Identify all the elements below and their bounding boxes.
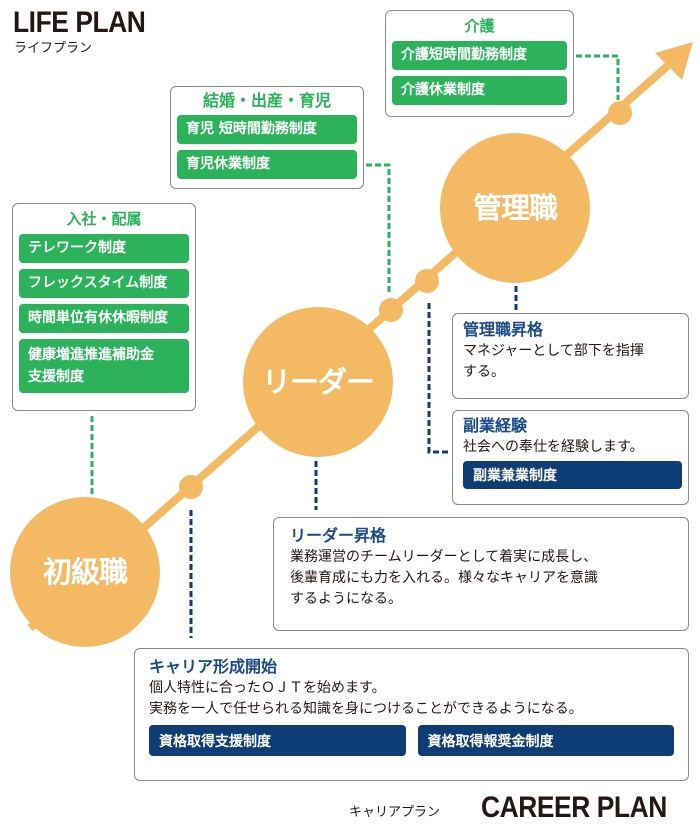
career-event-text: 実務を一人で任せられる知識を身につけることができるようになる。 bbox=[149, 701, 583, 717]
career-event-text: 社会への奉仕を経験します。 bbox=[463, 439, 644, 455]
career-event-text: するようになる。 bbox=[290, 591, 402, 607]
life-event-nursing-care: 介護 介護短時間勤務制度 介護休業制度 bbox=[385, 10, 574, 117]
stage-circle-leader bbox=[243, 307, 393, 457]
career-event-career-start: キャリア形成開始 個人特性に合ったＯＪＴを始めます。 実務を一人で任せられる知識… bbox=[134, 648, 689, 781]
arrow-head-icon bbox=[655, 42, 693, 80]
milestone-dot bbox=[379, 298, 403, 322]
career-event-side-job: 副業経験 社会への奉仕を経験します。 副業兼業制度 bbox=[452, 410, 689, 505]
career-event-heading: キャリア形成開始 bbox=[149, 657, 278, 676]
stage-label-leader: リーダー bbox=[261, 365, 375, 399]
benefit-certification-reward: 資格取得報奨金制度 bbox=[417, 725, 674, 756]
career-event-leader-promotion: リーダー昇格 業務運営のチームリーダーとして着実に成長し、 後輩育成にも力を入れ… bbox=[273, 517, 689, 631]
connector-kekkon bbox=[366, 163, 391, 294]
stage-label-junior: 初級職 bbox=[42, 555, 128, 589]
career-plan-subtitle: キャリアプラン bbox=[349, 805, 441, 820]
benefit-flextime: フレックスタイム制度 bbox=[19, 269, 189, 298]
stage-circle-manager bbox=[440, 133, 590, 283]
connector-side-job bbox=[427, 303, 450, 454]
career-event-text: する。 bbox=[463, 364, 505, 380]
career-event-heading: 管理職昇格 bbox=[463, 320, 544, 339]
career-event-text: 業務運営のチームリーダーとして着実に成長し、 bbox=[290, 549, 598, 565]
stage-label-manager: 管理職 bbox=[472, 191, 558, 225]
benefit-telework: テレワーク制度 bbox=[19, 234, 189, 263]
life-event-heading: 介護 bbox=[464, 17, 495, 35]
benefit-childcare-short-hours: 育児 短時間勤務制度 bbox=[177, 115, 357, 144]
benefit-childcare-leave: 育児休業制度 bbox=[177, 150, 357, 179]
life-plan-title: LIFE PLAN bbox=[13, 6, 146, 39]
career-event-text: 個人特性に合ったＯＪＴを始めます。 bbox=[149, 680, 386, 696]
career-event-heading: 副業経験 bbox=[463, 416, 528, 435]
milestone-dot bbox=[415, 269, 439, 293]
benefit-hourly-leave: 時間単位有休休暇制度 bbox=[19, 304, 189, 333]
life-plan-subtitle: ライフプラン bbox=[14, 41, 93, 56]
life-event-nyusha: 入社・配属 テレワーク制度 フレックスタイム制度 時間単位有休休暇制度 健康増進… bbox=[12, 203, 196, 411]
career-event-text: マネジャーとして部下を指揮 bbox=[463, 343, 644, 359]
benefit-certification-support: 資格取得支援制度 bbox=[149, 725, 406, 756]
benefit-nursing-short-hours: 介護短時間勤務制度 bbox=[392, 41, 567, 70]
benefit-health-subsidy: 健康増進推進補助金 支援制度 bbox=[19, 339, 189, 393]
milestone-dot bbox=[179, 475, 203, 499]
life-event-heading: 結婚・出産・育児 bbox=[202, 91, 331, 110]
benefit-side-job: 副業兼業制度 bbox=[463, 461, 682, 489]
milestone-dot bbox=[608, 101, 632, 125]
career-plan-title: CAREER PLAN bbox=[481, 791, 667, 824]
career-event-manager-promotion: 管理職昇格 マネジャーとして部下を指揮 する。 bbox=[452, 313, 689, 399]
career-event-text: 後輩育成にも力を入れる。様々なキャリアを意識 bbox=[290, 570, 598, 586]
stage-circle-junior bbox=[10, 497, 160, 647]
connector-kaigo bbox=[576, 54, 620, 100]
benefit-nursing-leave: 介護休業制度 bbox=[392, 76, 567, 105]
life-event-heading: 入社・配属 bbox=[66, 210, 142, 228]
life-event-marriage-childcare: 結婚・出産・育児 育児 短時間勤務制度 育児休業制度 bbox=[170, 86, 364, 189]
career-event-heading: リーダー昇格 bbox=[290, 526, 387, 545]
